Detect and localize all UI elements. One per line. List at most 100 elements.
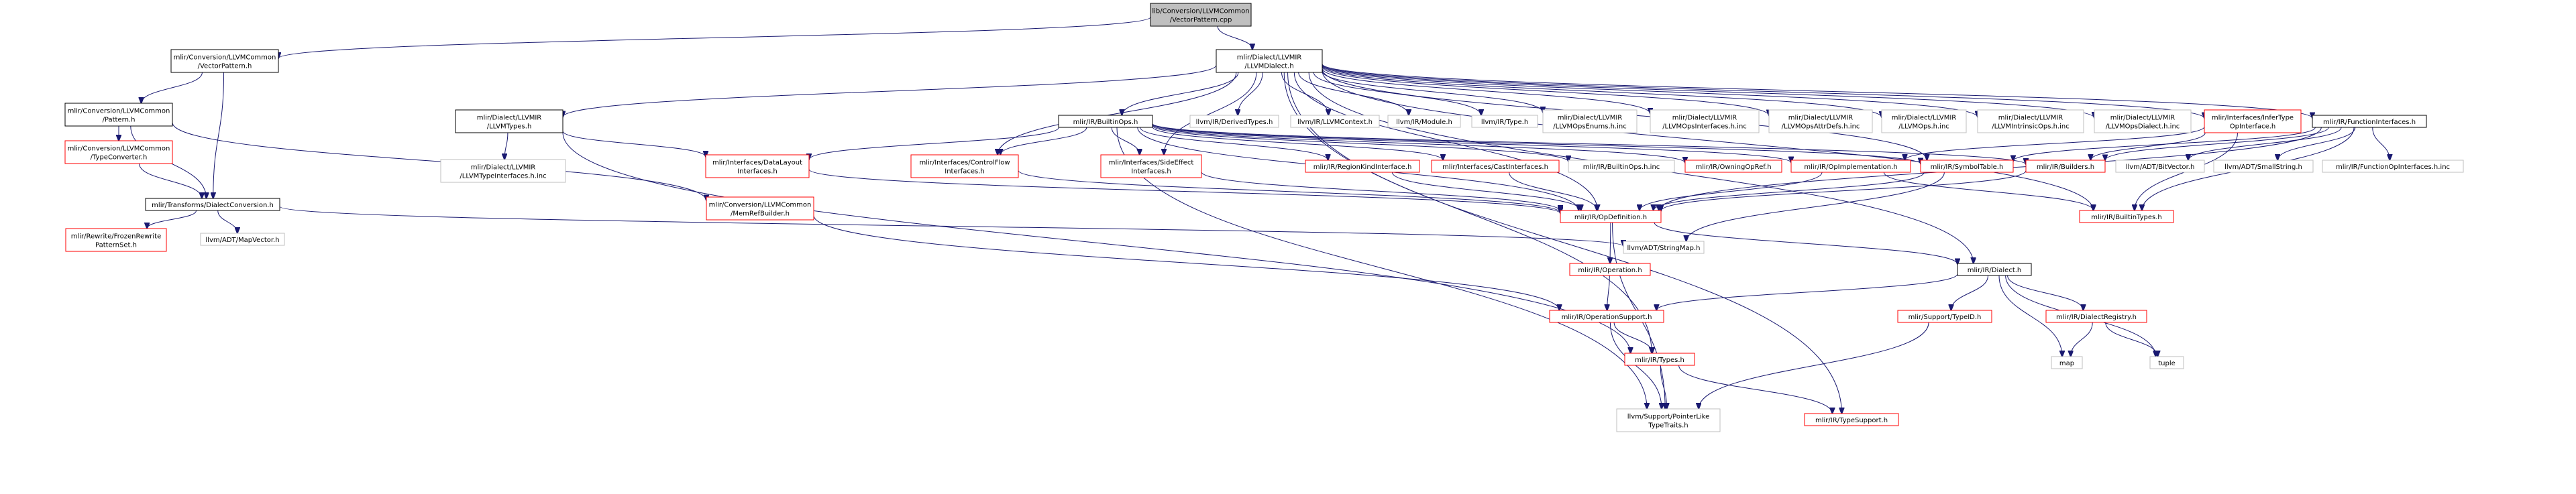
node-box <box>1920 160 2014 173</box>
node-label-line: mlir/IR/OperationSupport.h <box>1562 314 1652 321</box>
node-label-line: /LLVMOps.h.inc <box>1898 123 1949 131</box>
node-attrdefs_inc: mlir/Dialect/LLVMIR/LLVMOpsAttrDefs.h.in… <box>1768 109 1873 133</box>
node-box <box>440 159 566 183</box>
edge-opdef_h-to-dialect_h <box>1654 222 1957 264</box>
node-box <box>1150 3 1252 27</box>
node-label-line: llvm/ADT/MapVector.h <box>205 237 279 244</box>
node-opimpl_h[interactable]: mlir/IR/OpImplementation.h <box>1790 160 1911 173</box>
node-operation_h[interactable]: mlir/IR/Operation.h <box>1569 263 1651 276</box>
edge-llvmdialect_h-to-llvmtypes_h <box>563 64 1217 117</box>
node-llvmtypeiface_inc: mlir/Dialect/LLVMIR/LLVMTypeInterfaces.h… <box>440 159 566 183</box>
node-label-line: mlir/IR/SymbolTable.h <box>1931 164 2004 171</box>
node-label-line: mlir/Dialect/LLVMIR <box>1892 115 1957 122</box>
node-box <box>1957 263 2032 276</box>
node-types_h[interactable]: mlir/IR/Types.h <box>1624 353 1695 366</box>
node-label-line: mlir/Dialect/LLVMIR <box>2110 115 2176 122</box>
node-label-line: mlir/IR/Operation.h <box>1578 267 1642 274</box>
edge-types_h-to-typesupport_h <box>1678 365 1833 414</box>
node-box <box>1881 109 1967 133</box>
node-label-line: mlir/Dialect/LLVMIR <box>1237 54 1302 62</box>
node-label-line: mlir/Interfaces/ControlFlow <box>919 160 1010 167</box>
node-label-line: mlir/Dialect/LLVMIR <box>471 164 536 172</box>
node-label-line: mlir/Rewrite/FrozenRewrite <box>71 233 162 241</box>
edge-vecpat_h-to-pattern_h <box>142 72 203 103</box>
edge-root-to-llvmdialect_h <box>1217 25 1252 50</box>
node-castiface_h[interactable]: mlir/Interfaces/CastInterfaces.h <box>1431 160 1560 173</box>
node-box <box>910 154 1019 178</box>
edge-builtinops_h-to-controlflow_h <box>1000 127 1087 155</box>
node-dialect_h[interactable]: mlir/IR/Dialect.h <box>1957 263 2032 276</box>
node-box <box>2025 160 2106 173</box>
node-label-line: Interfaces.h <box>945 168 985 176</box>
node-opsupport_h[interactable]: mlir/IR/OperationSupport.h <box>1549 310 1664 323</box>
edge-dialect_h-to-typeid_h <box>1951 275 1988 310</box>
node-label-line: mlir/Dialect/LLVMIR <box>1998 115 2063 122</box>
node-box <box>1387 115 1461 128</box>
node-llvmtypes_h[interactable]: mlir/Dialect/LLVMIR/LLVMTypes.h <box>455 109 564 133</box>
node-label-line: mlir/Conversion/LLVMCommon <box>68 145 170 153</box>
node-builders_h[interactable]: mlir/IR/Builders.h <box>2025 160 2106 173</box>
node-regionkind_h[interactable]: mlir/IR/RegionKindInterface.h <box>1305 160 1420 173</box>
edge-builtinops_h-to-castiface_h <box>1152 126 1443 160</box>
edge-opimpl_h-to-builtintypes_h <box>1883 172 2093 210</box>
edge-llvmdialect_h-to-infertype_h <box>1322 64 2204 119</box>
edge-symboltable_h-to-stringmap <box>1686 172 1945 241</box>
node-label-line: /VectorPattern.h <box>198 63 252 70</box>
node-box <box>2051 356 2083 369</box>
node-typesupport_h[interactable]: mlir/IR/TypeSupport.h <box>1804 413 1899 426</box>
node-builtinops_h[interactable]: mlir/IR/BuiltinOps.h <box>1058 115 1153 128</box>
node-label-line: mlir/IR/DialectRegistry.h <box>2056 314 2137 321</box>
edge-dialect_h-to-map <box>1998 275 2062 357</box>
node-builtintypes_h[interactable]: mlir/IR/BuiltinTypes.h <box>2079 210 2174 223</box>
node-memrefbuilder_h[interactable]: mlir/Conversion/LLVMCommon/MemRefBuilder… <box>706 196 814 221</box>
node-label-line: OpInterface.h <box>2230 123 2276 131</box>
node-label-line: /LLVMIntrinsicOps.h.inc <box>1992 123 2070 131</box>
node-box <box>1569 263 1651 276</box>
node-dialectconv_h[interactable]: mlir/Transforms/DialectConversion.h <box>145 198 280 211</box>
node-typeid_h[interactable]: mlir/Support/TypeID.h <box>1897 310 1992 323</box>
node-root[interactable]: lib/Conversion/LLVMCommon/VectorPattern.… <box>1150 3 1252 27</box>
node-dialectreg_h[interactable]: mlir/IR/DialectRegistry.h <box>2045 310 2147 323</box>
edge-funciface_h-to-smallstring <box>2277 127 2356 160</box>
edge-funciface_h-to-bitvector <box>2188 127 2342 160</box>
node-label-line: /TypeConverter.h <box>91 154 148 162</box>
node-box <box>1650 109 1760 133</box>
node-label-line: llvm/ADT/StringMap.h <box>1627 245 1700 252</box>
edge-llvmdialect_h-to-opsenums_inc <box>1322 70 1543 113</box>
node-label-line: /LLVMOpsInterfaces.h.inc <box>1662 123 1747 131</box>
node-typeconv_h[interactable]: mlir/Conversion/LLVMCommon/TypeConverter… <box>64 140 173 164</box>
node-box <box>2079 210 2174 223</box>
node-pattern_h[interactable]: mlir/Conversion/LLVMCommon/Pattern.h <box>64 103 173 127</box>
node-opdef_h[interactable]: mlir/IR/OpDefinition.h <box>1560 210 1662 223</box>
node-box <box>1189 115 1279 128</box>
node-owningopref_h[interactable]: mlir/IR/OwningOpRef.h <box>1684 160 1782 173</box>
node-llvmcontext: llvm/IR/LLVMContext.h <box>1290 115 1380 128</box>
node-box <box>1100 154 1202 178</box>
node-symboltable_h[interactable]: mlir/IR/SymbolTable.h <box>1920 160 2014 173</box>
node-label-line: llvm/Support/PointerLike <box>1627 414 1710 421</box>
node-label-line: mlir/Interfaces/DataLayout <box>712 160 802 167</box>
node-label-line: lib/Conversion/LLVMCommon <box>1152 8 1249 15</box>
node-label-line: mlir/IR/RegionKindInterface.h <box>1313 164 1412 171</box>
node-opsenums_inc: mlir/Dialect/LLVMIR/LLVMOpsEnums.h.inc <box>1542 109 1638 133</box>
node-label-line: Interfaces.h <box>1131 168 1171 176</box>
edge-llvmtypes_h-to-llvmtypeiface_inc <box>504 132 508 160</box>
edge-llvmdialect_h-to-builtintypes_h <box>1322 70 2093 210</box>
node-box <box>1431 160 1560 173</box>
node-funciface_h[interactable]: mlir/IR/FunctionInterfaces.h <box>2312 115 2427 128</box>
edge-llvmdialect_h-to-attrdefs_inc <box>1322 66 1769 116</box>
node-label-line: mlir/IR/TypeSupport.h <box>1815 417 1888 424</box>
node-llvmdialect_h[interactable]: mlir/Dialect/LLVMIR/LLVMDialect.h <box>1216 49 1323 73</box>
node-label-line: mlir/Conversion/LLVMCommon <box>709 202 812 209</box>
node-label-line: mlir/Dialect/LLVMIR <box>1788 115 1854 122</box>
node-box <box>1305 160 1420 173</box>
node-vecpat_h[interactable]: mlir/Conversion/LLVMCommon/VectorPattern… <box>170 49 279 73</box>
node-label-line: /Pattern.h <box>103 117 136 124</box>
edge-llvmtypes_h-to-types_h <box>562 132 1631 353</box>
